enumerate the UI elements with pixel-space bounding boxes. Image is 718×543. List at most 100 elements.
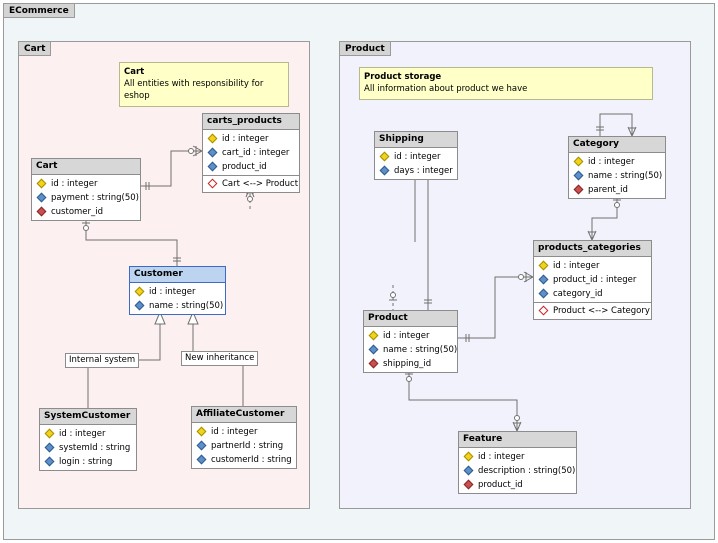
products-categories-attribute-list: id : integer product_id : integer category… (534, 257, 651, 302)
attribute-text: category_id (553, 289, 603, 299)
attribute-row[interactable]: cart_id : integer (203, 146, 299, 160)
new-inheritance-label[interactable]: New inheritance (181, 351, 259, 366)
system-customer-entity-title: SystemCustomer (40, 409, 136, 425)
attribute-row[interactable]: name : string(50) (569, 169, 665, 183)
attribute-text: partnerId : string (211, 441, 284, 451)
foreign-key-icon (36, 206, 47, 217)
attribute-row[interactable]: id : integer (364, 329, 457, 343)
products-categories-relation-list: Product <--> Category (534, 302, 651, 319)
category-entity[interactable]: Category id : integer name : string(50) par… (568, 136, 666, 199)
attribute-row[interactable]: description : string(50) (459, 464, 576, 478)
attribute-row[interactable]: product_id (459, 478, 576, 492)
attribute-text: product_id : integer (553, 275, 637, 285)
primary-key-icon (134, 286, 145, 297)
column-icon (134, 300, 145, 311)
attribute-row[interactable]: id : integer (534, 259, 651, 273)
attribute-row[interactable]: systemId : string (40, 441, 136, 455)
attribute-row[interactable]: id : integer (569, 155, 665, 169)
attribute-row[interactable]: id : integer (203, 132, 299, 146)
product-entity-title: Product (364, 311, 457, 327)
cart-note[interactable]: Cart All entities with responsibility fo… (119, 62, 289, 107)
foreign-key-icon (463, 479, 474, 490)
attribute-row[interactable]: product_id (203, 160, 299, 174)
column-icon (538, 288, 549, 299)
relation-row[interactable]: Product <--> Category (534, 304, 651, 318)
attribute-row[interactable]: id : integer (375, 150, 457, 164)
primary-key-icon (379, 151, 390, 162)
category-entity-title: Category (569, 137, 665, 153)
attribute-text: id : integer (394, 152, 441, 162)
column-icon (207, 161, 218, 172)
category-attribute-list: id : integer name : string(50) parent_id (569, 153, 665, 198)
primary-key-icon (368, 330, 379, 341)
cart-package-title: Cart (18, 41, 52, 56)
system-customer-attribute-list: id : integer systemId : string login : str… (40, 425, 136, 470)
product-note[interactable]: Product storage All information about pr… (359, 67, 653, 100)
attribute-text: days : integer (394, 166, 453, 176)
attribute-row[interactable]: customer_id (32, 205, 140, 219)
attribute-text: login : string (59, 457, 113, 467)
internal-system-label[interactable]: Internal system (65, 353, 140, 368)
relation-icon (207, 178, 218, 189)
product-entity[interactable]: Product id : integer name : string(50) ship… (363, 310, 458, 373)
affiliate-customer-entity[interactable]: AffiliateCustomer id : integer partnerId :… (191, 406, 297, 469)
cart-attribute-list: id : integer payment : string(50)customer… (32, 175, 140, 220)
attribute-text: id : integer (383, 331, 430, 341)
customer-attribute-list: id : integer name : string(50) (130, 283, 225, 314)
attribute-row[interactable]: id : integer (40, 427, 136, 441)
attribute-row[interactable]: days : integer (375, 164, 457, 178)
attribute-text: id : integer (211, 427, 258, 437)
column-icon (368, 344, 379, 355)
attribute-row[interactable]: payment : string(50) (32, 191, 140, 205)
primary-key-icon (463, 451, 474, 462)
attribute-text: cart_id : integer (222, 148, 290, 158)
attribute-row[interactable]: id : integer (32, 177, 140, 191)
attribute-row[interactable]: login : string (40, 455, 136, 469)
column-icon (196, 454, 207, 465)
foreign-key-icon (368, 358, 379, 369)
attribute-text: id : integer (149, 287, 196, 297)
cart-entity-title: Cart (32, 159, 140, 175)
attribute-row[interactable]: shipping_id (364, 357, 457, 371)
column-icon (463, 465, 474, 476)
primary-key-icon (573, 156, 584, 167)
primary-key-icon (538, 260, 549, 271)
attribute-row[interactable]: customerId : string (192, 453, 296, 467)
attribute-text: systemId : string (59, 443, 131, 453)
attribute-row[interactable]: parent_id (569, 183, 665, 197)
feature-entity-title: Feature (459, 432, 576, 448)
attribute-text: product_id (222, 162, 267, 172)
column-icon (207, 147, 218, 158)
system-customer-entity[interactable]: SystemCustomer id : integer systemId : str… (39, 408, 137, 471)
attribute-row[interactable]: id : integer (459, 450, 576, 464)
attribute-text: id : integer (588, 157, 635, 167)
attribute-text: product_id (478, 480, 523, 490)
attribute-text: shipping_id (383, 359, 432, 369)
attribute-text: name : string(50) (588, 171, 663, 181)
affiliate-customer-entity-title: AffiliateCustomer (192, 407, 296, 423)
carts-products-relation-list: Cart <--> Product (203, 175, 299, 192)
relation-text: Cart <--> Product (222, 179, 299, 189)
attribute-row[interactable]: product_id : integer (534, 273, 651, 287)
primary-key-icon (207, 133, 218, 144)
attribute-text: id : integer (553, 261, 600, 271)
affiliate-customer-attribute-list: id : integer partnerId : string customerId… (192, 423, 296, 468)
primary-key-icon (196, 426, 207, 437)
attribute-row[interactable]: name : string(50) (364, 343, 457, 357)
attribute-row[interactable]: id : integer (130, 285, 225, 299)
cart-entity[interactable]: Cart id : integer payment : string(50)cust… (31, 158, 141, 221)
product-note-title: Product storage (364, 72, 442, 82)
attribute-row[interactable]: name : string(50) (130, 299, 225, 313)
attribute-text: name : string(50) (149, 301, 224, 311)
relation-row[interactable]: Cart <--> Product (203, 177, 299, 191)
attribute-row[interactable]: partnerId : string (192, 439, 296, 453)
column-icon (573, 170, 584, 181)
attribute-row[interactable]: category_id (534, 287, 651, 301)
attribute-row[interactable]: id : integer (192, 425, 296, 439)
attribute-text: id : integer (51, 179, 98, 189)
